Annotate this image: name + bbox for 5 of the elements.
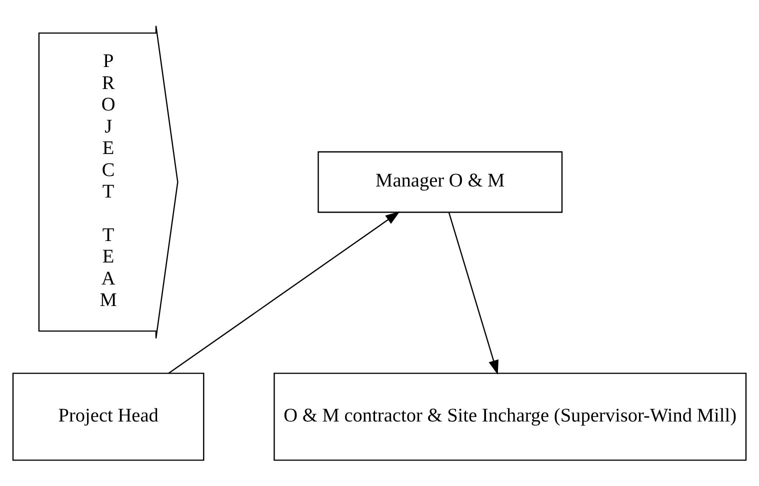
arrow [168,211,400,374]
node-box: Project Head [12,372,204,461]
arrow [448,212,498,375]
node-box: O & M contractor & Site Incharge (Supervisor-Wind Mill) [274,372,747,461]
node-box: Manager O & M [318,151,563,213]
